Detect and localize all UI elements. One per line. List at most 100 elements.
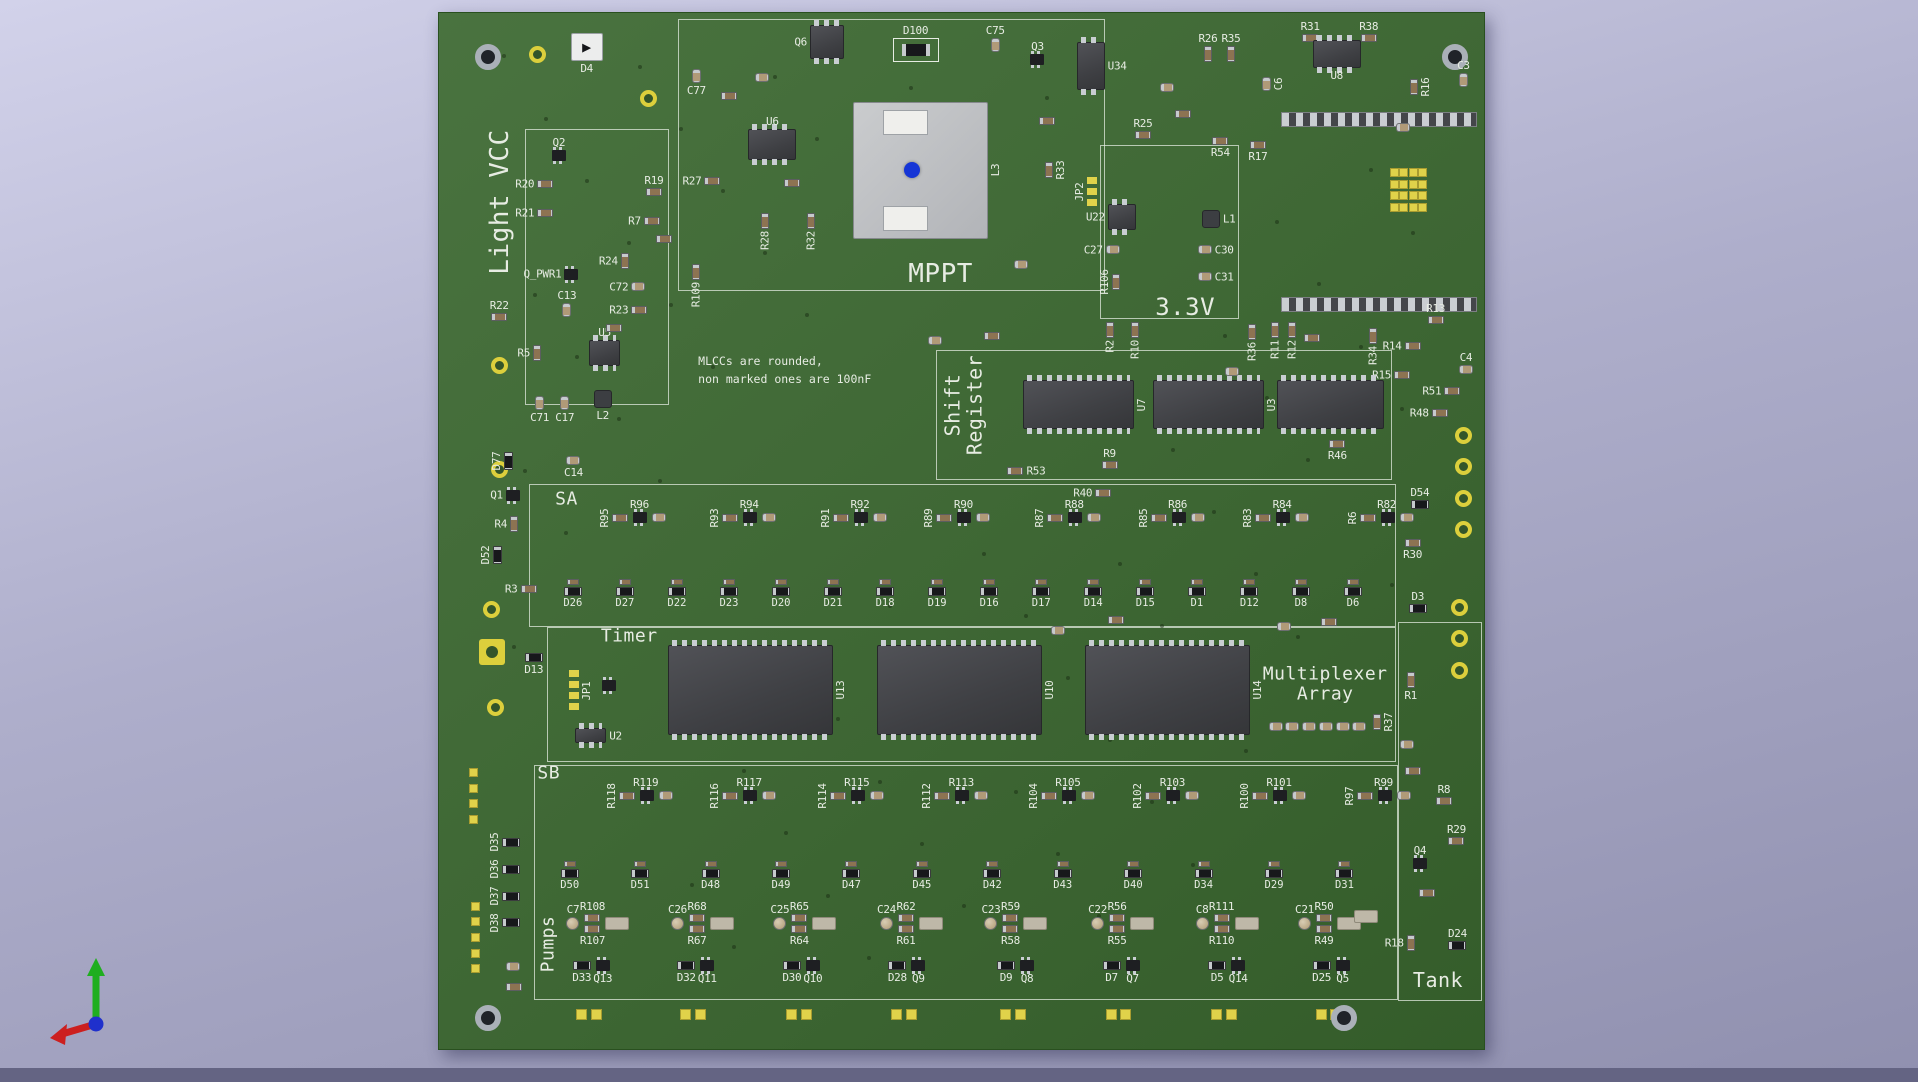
component-R23: R23 xyxy=(609,305,648,316)
component-R7: R7 xyxy=(628,216,660,227)
R4-body xyxy=(510,516,519,533)
minires-body xyxy=(1035,578,1048,585)
silk-ref-R15: R15 xyxy=(1372,368,1392,382)
component-C13: C13 xyxy=(557,290,577,318)
component-Q2: Q2 xyxy=(551,137,566,164)
res-body xyxy=(1255,513,1272,522)
silk-ref-D18: D18 xyxy=(875,596,895,609)
sub-C26: C26 xyxy=(668,904,687,931)
component-R29: R29 xyxy=(1447,824,1466,845)
D7-body xyxy=(1102,960,1121,970)
body xyxy=(1107,615,1124,624)
silk-ref-R6: R6 xyxy=(1345,511,1359,525)
component-JP2: JP2 xyxy=(1073,176,1097,208)
component-D43: D43 xyxy=(1053,861,1072,891)
silk-ref-R96: R96 xyxy=(629,498,649,512)
silk-ref-D34: D34 xyxy=(1194,879,1214,892)
R17-body xyxy=(1249,141,1266,150)
silk-ref-R67: R67 xyxy=(687,934,707,948)
silk-section-mppt: MPPT xyxy=(908,259,973,290)
component-U14: U14 xyxy=(1084,639,1264,741)
silk-ref-R61: R61 xyxy=(896,934,916,948)
diode-body xyxy=(1291,586,1310,596)
U8-body xyxy=(1312,34,1361,73)
R29-body xyxy=(1448,836,1465,845)
component-unlabeled xyxy=(505,982,522,991)
diode-body xyxy=(667,586,686,596)
component-R17: R17 xyxy=(1248,141,1268,162)
silk-ref-C30: C30 xyxy=(1214,243,1234,257)
silk-ref-R37: R37 xyxy=(1382,712,1396,732)
diode-body xyxy=(1265,869,1284,879)
smd-pad xyxy=(1399,191,1409,201)
component-D8: D8 xyxy=(1291,578,1310,609)
D28-body xyxy=(888,960,907,970)
component-Q4: Q4 xyxy=(1412,845,1427,873)
silk-ref-U2: U2 xyxy=(609,729,622,743)
solder-pad xyxy=(1000,1008,1012,1020)
via xyxy=(1369,168,1374,173)
component-U6: U6 xyxy=(748,116,797,166)
R28-body xyxy=(760,212,769,229)
silk-ref-R11: R11 xyxy=(1268,339,1282,359)
sub-Q5: Q5 xyxy=(1335,956,1350,984)
diode-body xyxy=(980,586,999,596)
minires-body xyxy=(1338,861,1351,868)
silk-ref-U22: U22 xyxy=(1085,210,1105,224)
R110-body xyxy=(1213,925,1230,934)
component-D36: D36 xyxy=(488,860,520,879)
component-unlabeled xyxy=(1160,83,1175,93)
component-R9: R9 xyxy=(1101,448,1118,469)
silk-ref-R31: R31 xyxy=(1300,19,1320,33)
sub-C23: C23 xyxy=(982,904,1001,931)
tantalum-body xyxy=(605,917,630,931)
sub-D30: D30 xyxy=(782,960,802,983)
edge-pad xyxy=(471,917,481,927)
silk-ref-R4: R4 xyxy=(494,517,508,531)
minires-body xyxy=(931,578,944,585)
C17-body xyxy=(560,396,570,411)
silk-ref-R27: R27 xyxy=(682,174,702,188)
sub-R110: R110 xyxy=(1209,925,1235,946)
silk-ref-R62: R62 xyxy=(896,900,916,914)
res-body xyxy=(612,513,629,522)
silk-ref-D16: D16 xyxy=(979,596,999,609)
component-R33: R33 xyxy=(1045,161,1067,180)
via xyxy=(574,354,579,359)
R51-body xyxy=(1444,386,1461,395)
component-D77: D77 xyxy=(490,452,513,471)
component-D14: D14 xyxy=(1084,578,1103,609)
component-unlabeled xyxy=(1051,626,1066,636)
R59-body xyxy=(1002,914,1019,923)
minires-body xyxy=(775,578,787,585)
Q9-body xyxy=(911,956,926,974)
diode-body xyxy=(1136,586,1155,596)
body xyxy=(505,982,522,991)
via xyxy=(533,292,538,297)
silk-ref-U34: U34 xyxy=(1107,59,1127,73)
sub-C8: C8 xyxy=(1195,904,1209,931)
body xyxy=(1404,767,1421,776)
body xyxy=(1400,740,1415,750)
U34-body xyxy=(1077,37,1105,95)
body xyxy=(606,323,623,332)
component-R35: R35 xyxy=(1221,33,1241,63)
component-R28: R28 xyxy=(758,212,771,250)
R24-body xyxy=(620,253,629,270)
R108-body xyxy=(584,914,601,923)
D30-body xyxy=(782,960,801,970)
C14-body xyxy=(566,456,581,466)
component-unlabeled xyxy=(1285,721,1300,731)
via xyxy=(731,945,736,950)
silk-ref-R54: R54 xyxy=(1210,146,1230,160)
D36-body xyxy=(501,864,520,874)
silk-ref-R94: R94 xyxy=(739,498,759,512)
component-C72: C72 xyxy=(609,281,646,292)
R64-body xyxy=(791,925,808,934)
